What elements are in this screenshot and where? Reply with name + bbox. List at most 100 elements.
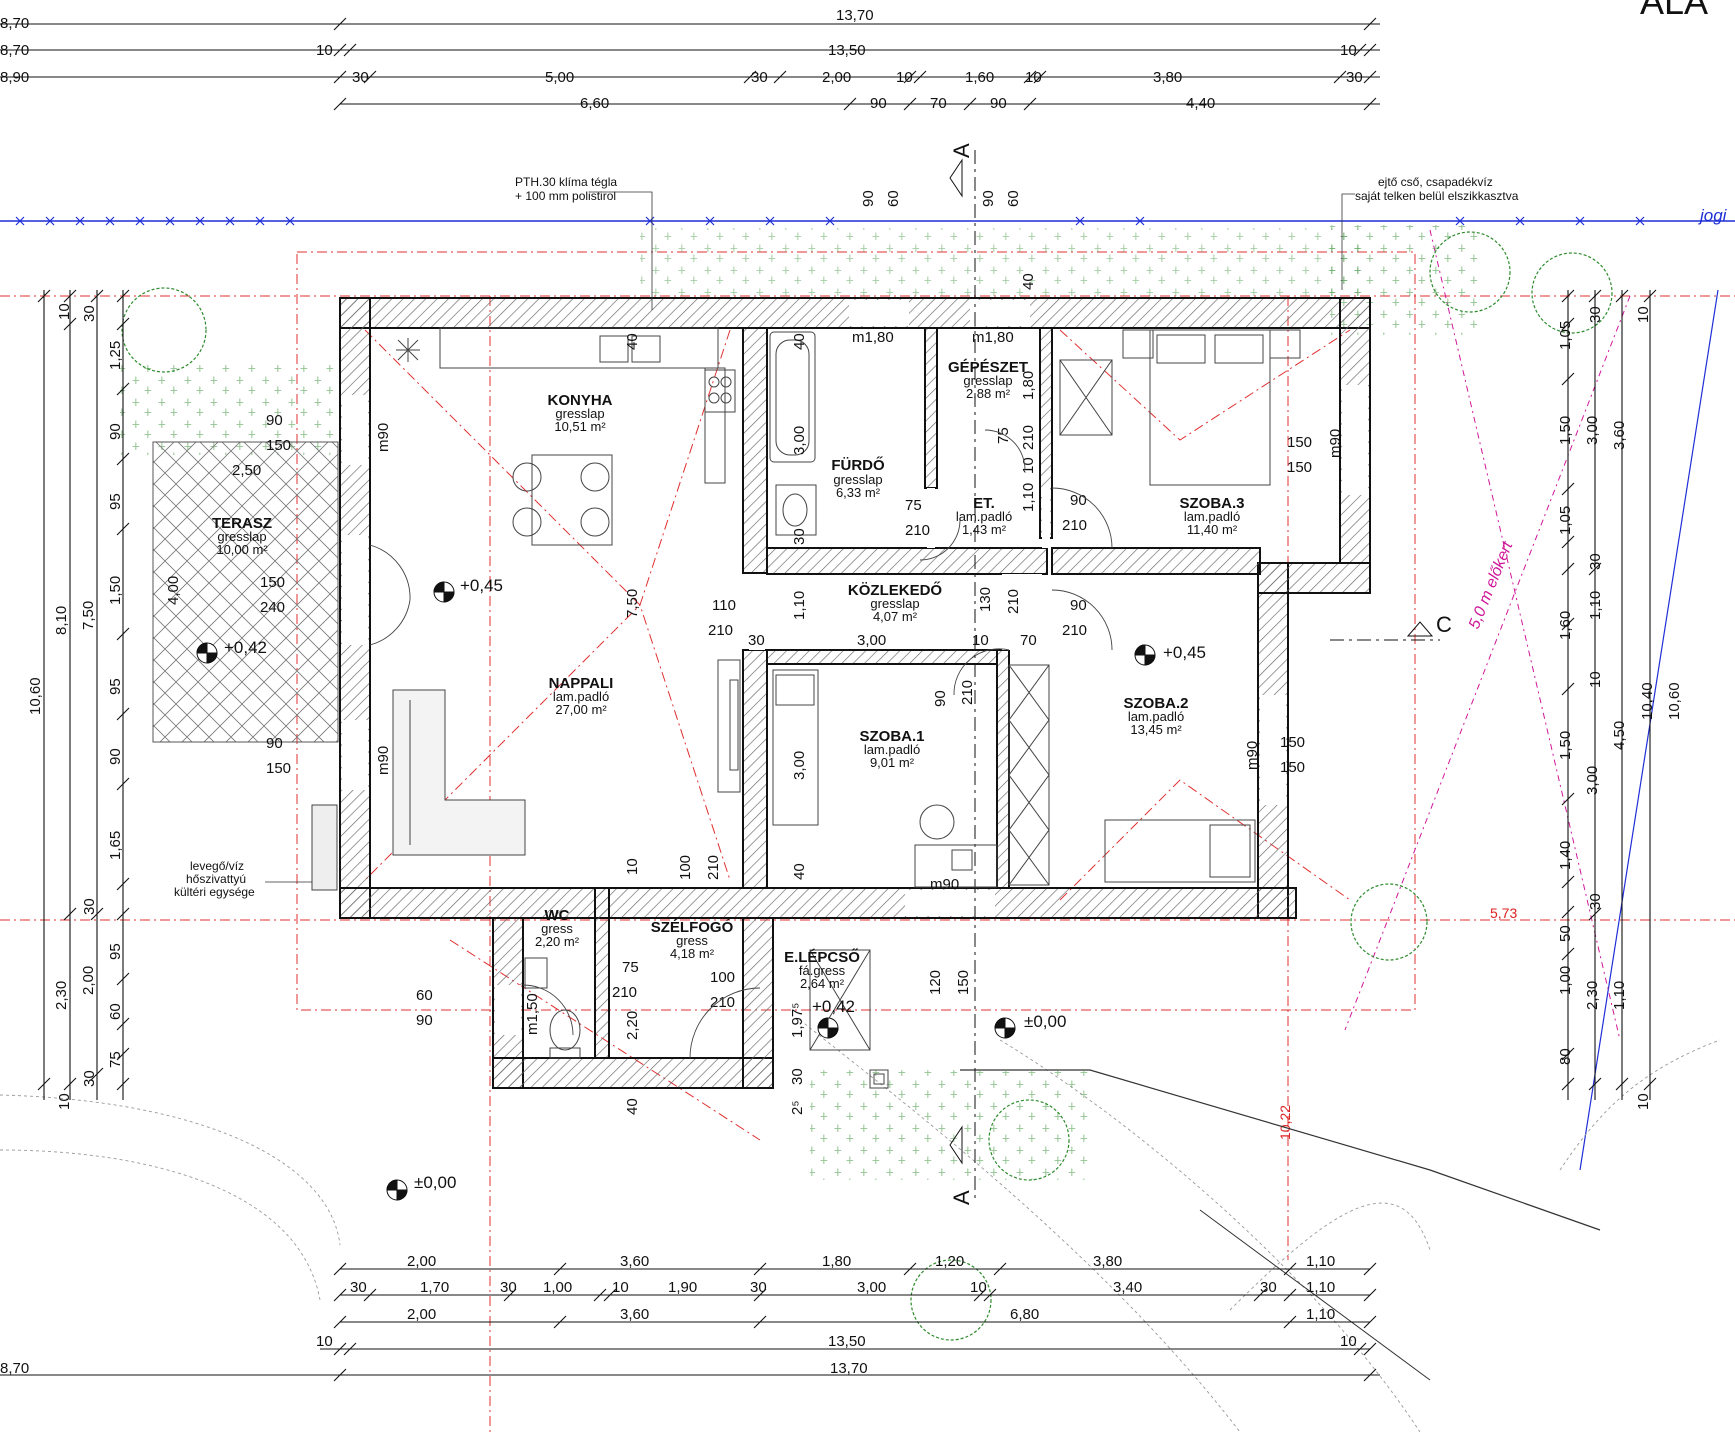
room-floor-wc: gress xyxy=(541,921,573,936)
interior-dim: 1,80 xyxy=(1020,371,1037,400)
interior-dim: 1,10 xyxy=(1020,483,1037,512)
dim-bottom: 1,80 xyxy=(822,1253,851,1270)
dim-right-mid2: 4,50 xyxy=(1611,721,1628,750)
desk-room-1 xyxy=(914,804,998,888)
kitchen-counter xyxy=(439,327,736,484)
interior-dim: 40 xyxy=(791,863,808,880)
opening-label: m1,80 xyxy=(852,329,894,346)
distance-label: 5,73 xyxy=(1490,905,1517,921)
opening-dim: 150 xyxy=(1287,459,1312,476)
opening-dim: 90 xyxy=(266,735,283,752)
opening-dim: 90 xyxy=(266,412,283,429)
room-floor-terasz: gresslap xyxy=(217,529,266,544)
room-name-elepcso: E.LÉPCSŐ xyxy=(784,948,860,966)
dim-top-seg: 1,60 xyxy=(965,69,994,86)
dim-left-inner: 95 xyxy=(107,493,124,510)
dim-bottom: 30 xyxy=(350,1279,367,1296)
room-floor-furdo: gresslap xyxy=(833,472,882,487)
room-floor-nappali: lam.padló xyxy=(553,689,609,704)
bed-room-2 xyxy=(1104,819,1256,883)
terrace-area xyxy=(152,441,339,743)
bed-room-1 xyxy=(772,669,819,826)
room-name-szoba3: SZOBA.3 xyxy=(1179,495,1244,512)
dim-top-row4: 6,60 xyxy=(580,95,609,112)
room-name-szelfogo: SZÉLFOGÓ xyxy=(651,918,734,936)
dim-right-inner: 30 xyxy=(1587,553,1604,570)
opening-dim: 100 xyxy=(710,969,735,986)
dim-right-inner: 1,50 xyxy=(1557,731,1574,760)
dim-top-row4: 90 xyxy=(990,95,1007,112)
grass-area xyxy=(120,365,340,455)
room-name-nappali: NAPPALI xyxy=(549,675,614,692)
opening-dim: 110 xyxy=(712,597,736,614)
opening-dim: 90 xyxy=(860,190,877,207)
interior-dim: 40 xyxy=(1020,273,1037,290)
dim-bottom: 1,90 xyxy=(668,1279,697,1296)
grass-area xyxy=(640,228,1360,298)
room-floor-et: lam.padló xyxy=(956,509,1012,524)
opening-dim: 90 xyxy=(1070,492,1087,509)
dim-left-inner: 95 xyxy=(107,678,124,695)
opening-dim: 90 xyxy=(932,690,949,707)
interior-dim: 1,97⁵ xyxy=(789,1003,806,1038)
dim-bottom: 1,70 xyxy=(420,1279,449,1296)
opening-dim: 75 xyxy=(905,497,922,514)
dim-bottom: 3,40 xyxy=(1113,1279,1142,1296)
room-area-et: 1,43 m² xyxy=(962,522,1007,537)
section-arrow-c xyxy=(1406,621,1434,637)
bathtub xyxy=(769,331,817,536)
note-heatpump-3: kültéri egysége xyxy=(174,885,255,899)
opening-dim: 210 xyxy=(705,855,722,880)
room-area-nappali: 27,00 m² xyxy=(555,702,607,717)
section-label-a-bottom: A xyxy=(949,1190,974,1205)
dim-bottom: 10 xyxy=(316,1333,333,1350)
room-name-gepeszet: GÉPÉSZET xyxy=(948,359,1028,376)
grass-area xyxy=(810,1070,1090,1180)
dim-right-inner: 1,10 xyxy=(1587,591,1604,620)
interior-dim: 30 xyxy=(789,1068,806,1085)
dim-top-row4: 70 xyxy=(930,95,947,112)
interior-dim: 10 xyxy=(624,858,641,875)
opening-dim: 150 xyxy=(1287,434,1312,451)
room-name-szoba2: SZOBA.2 xyxy=(1123,695,1188,712)
room-floor-szoba1: lam.padló xyxy=(864,742,920,757)
opening-dim: 90 xyxy=(416,1012,433,1029)
dim-top-row4: 4,40 xyxy=(1186,95,1215,112)
note-heatpump-2: hőszivattyú xyxy=(186,872,246,886)
note-heatpump-1: levegő/víz xyxy=(190,859,244,873)
dim-top-total-2: 13,50 xyxy=(828,42,866,59)
opening-dim: 150 xyxy=(1280,759,1305,776)
dim-bottom: 2,00 xyxy=(407,1253,436,1270)
opening-dim: 150 xyxy=(266,760,291,777)
opening-dim: 100 xyxy=(677,855,694,880)
dim-right-inner: 1,50 xyxy=(1557,416,1574,445)
section-arrow-a-bottom xyxy=(949,1125,963,1165)
dim-bottom: 6,80 xyxy=(1010,1306,1039,1323)
room-area-gepeszet: 2,88 m² xyxy=(966,386,1011,401)
dim-right-inner: 1,60 xyxy=(1557,611,1574,640)
dim-top-seg: 30 xyxy=(352,69,369,86)
dim-bottom: 10 xyxy=(612,1279,629,1296)
section-label-a-top: A xyxy=(949,143,974,158)
opening-label: m90 xyxy=(375,746,392,775)
dim-right-mid: 2,30 xyxy=(1584,981,1601,1010)
room-name-szoba1: SZOBA.1 xyxy=(859,728,924,745)
note-wall-material: PTH.30 klíma tégla xyxy=(515,175,617,189)
terrace-dim: 4,00 xyxy=(165,576,182,605)
level-szoba2: +0,45 xyxy=(1163,643,1206,662)
dim-left-inner: 1,65 xyxy=(107,831,124,860)
dining-table xyxy=(512,454,613,546)
interior-dim: 30 xyxy=(791,528,808,545)
dim-right-inner: 1,05 xyxy=(1557,506,1574,535)
dim-bottom: 30 xyxy=(1260,1279,1277,1296)
opening-dim: 120 xyxy=(927,970,944,995)
dim-top-total-1: 13,70 xyxy=(836,7,874,24)
dim-top-end-a: 10 xyxy=(316,42,333,59)
dim-right-mid2: 10,40 xyxy=(1639,682,1656,720)
interior-dim: 3,00 xyxy=(857,632,886,649)
opening-dim: 210 xyxy=(959,680,976,705)
dim-top-seg: 10 xyxy=(896,69,913,86)
note-rainwater-1: ejtő cső, csapadékvíz xyxy=(1378,175,1493,189)
level-marker-icon xyxy=(196,581,1156,1201)
section-arrow-a-top xyxy=(949,158,963,198)
